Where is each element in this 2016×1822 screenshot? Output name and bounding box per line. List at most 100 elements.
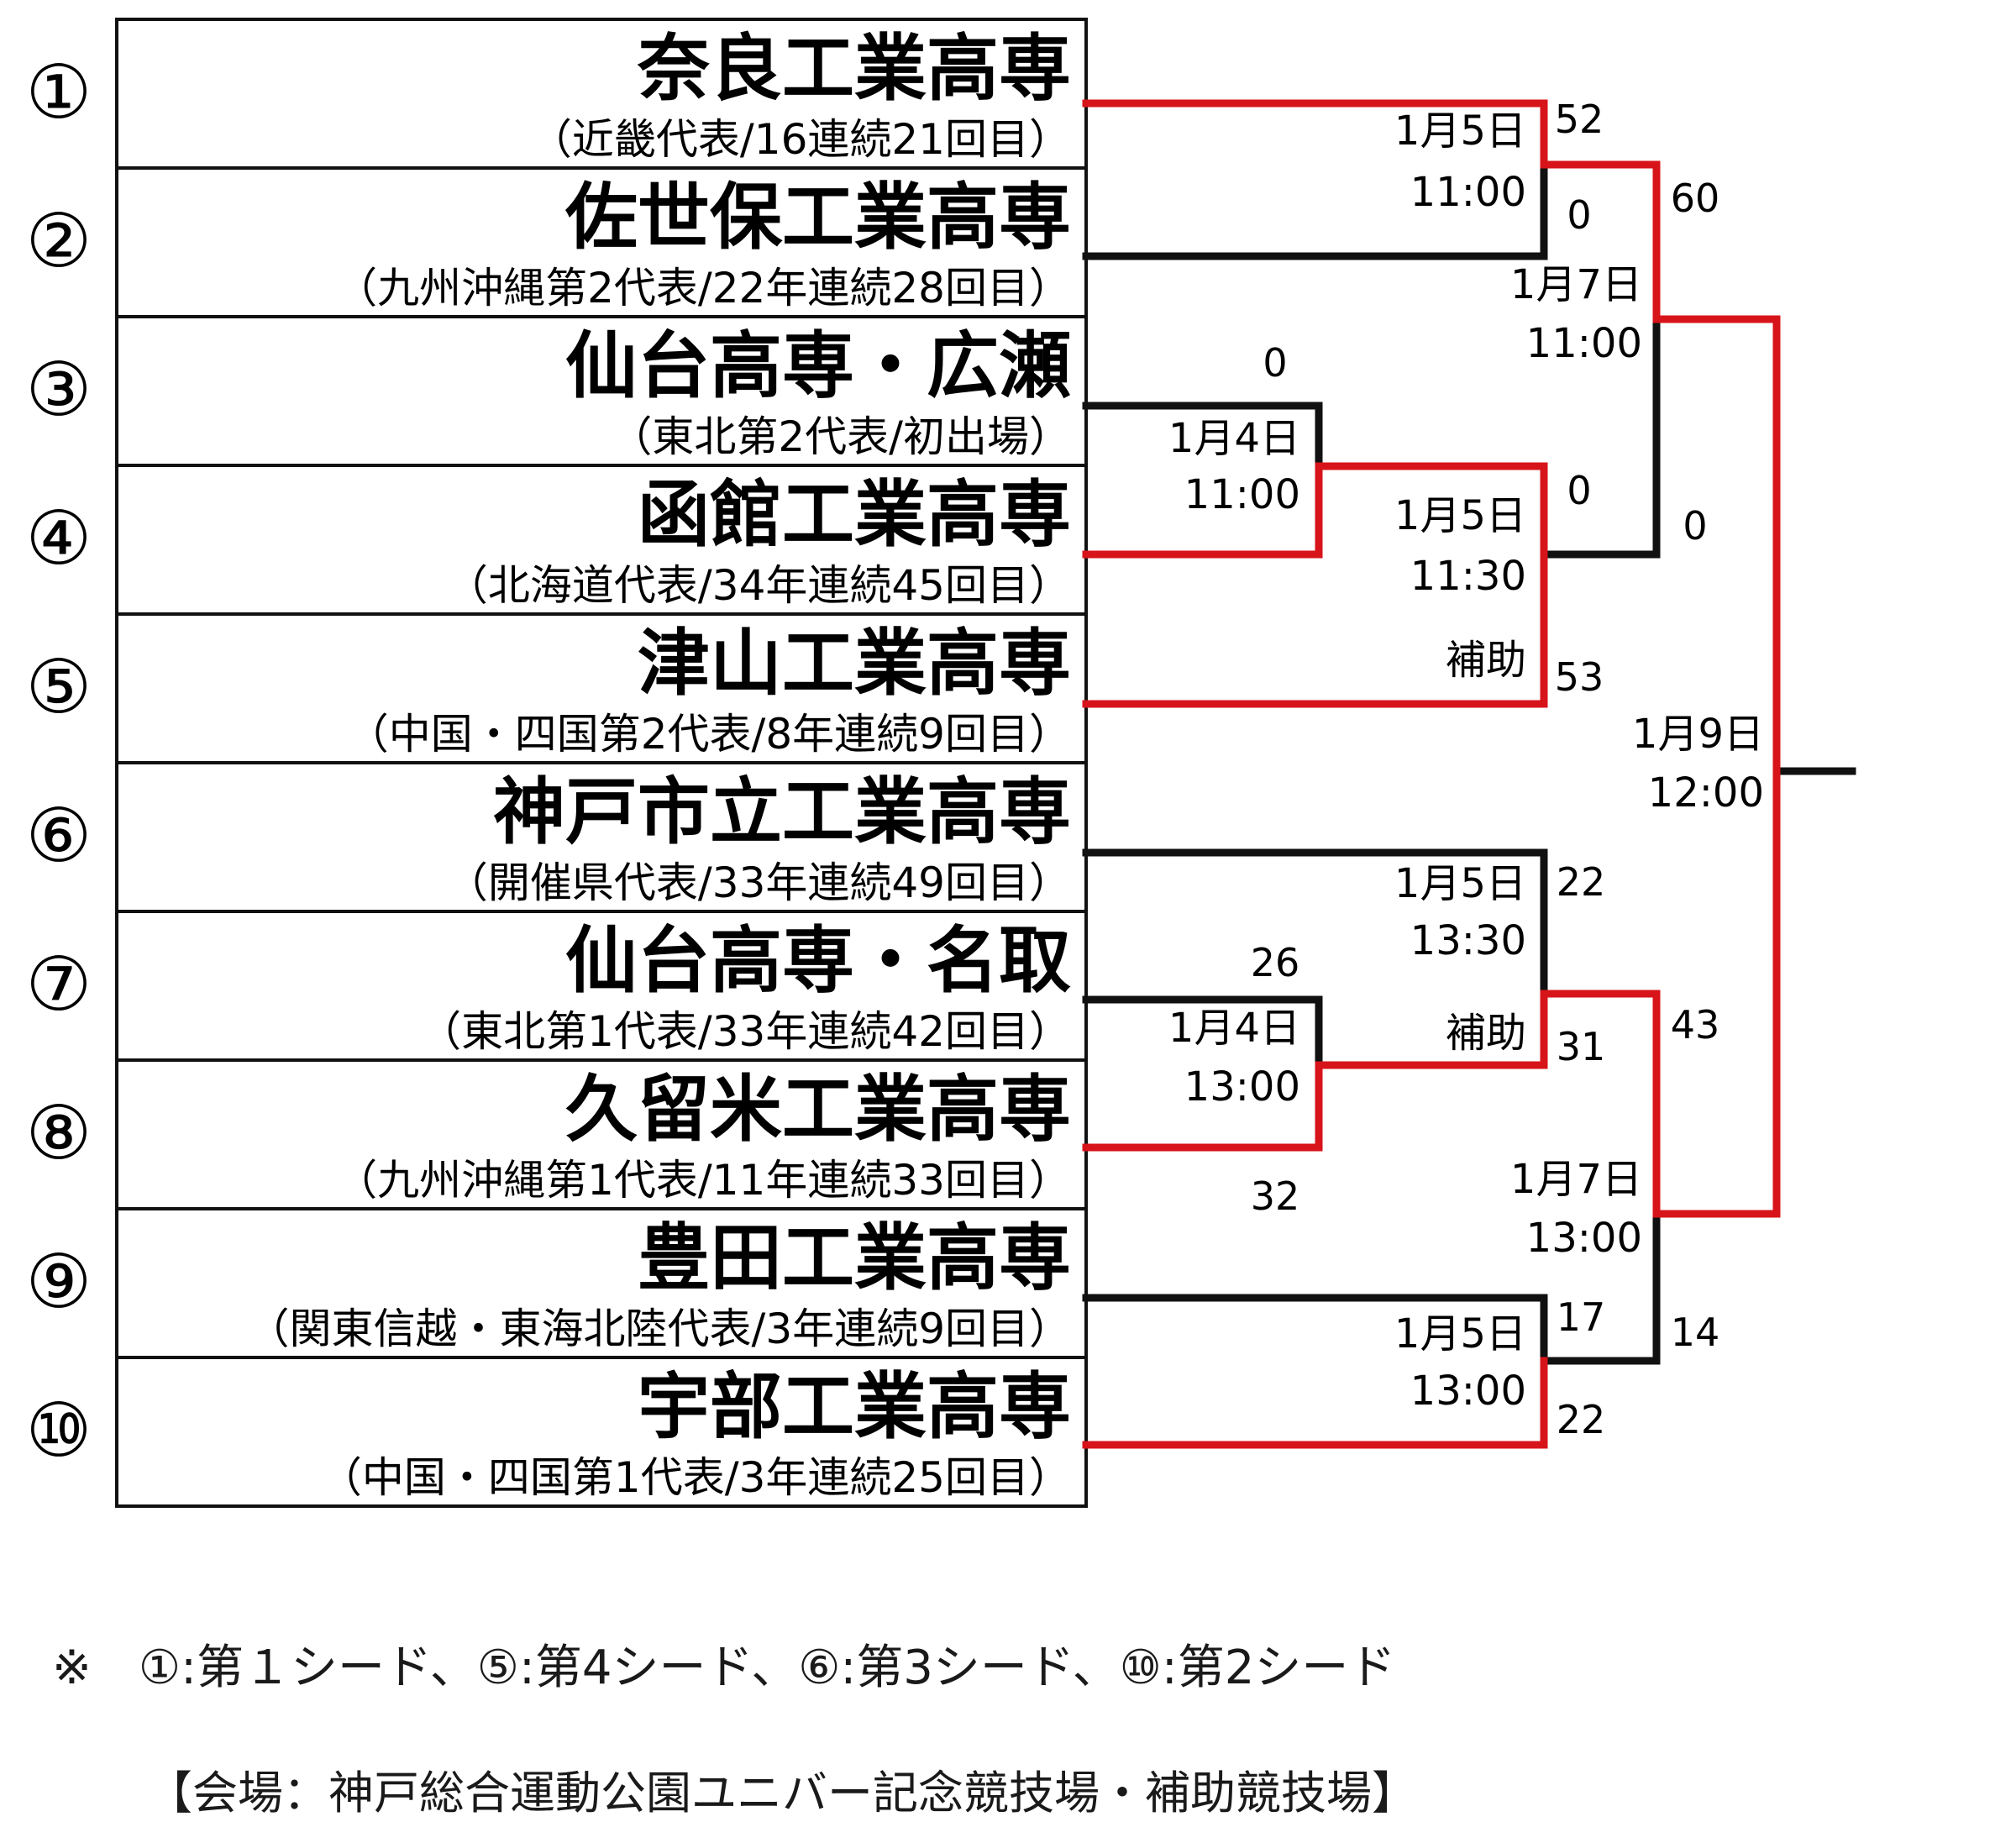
team-row: ⑤ 津山工業高専（中国・四国第2代表/8年連続9回目） [26, 612, 1088, 764]
seed-number: ① [26, 49, 92, 135]
team-qualification: （東北第2代表/初出場） [610, 412, 1071, 461]
team-name: 佐世保工業高専 [564, 176, 1071, 260]
team-qualification: （中国・四国第2代表/8年連続9回目） [347, 710, 1071, 759]
match-time: 11:00 [1184, 471, 1300, 518]
match-labels: 1月4日 11:00 0 1月4日 13:00 26 32 1月5日 11:00 52 0 1月5日 1… [1168, 97, 1764, 1442]
score-top: 60 [1671, 176, 1720, 221]
seed-number: ⑧ [26, 1090, 92, 1176]
match-time: 12:00 [1648, 769, 1764, 816]
match-time: 13:00 [1526, 1215, 1642, 1262]
match-time: 13:30 [1410, 917, 1526, 964]
seed-number: ④ [26, 495, 92, 581]
match-time: 13:00 [1184, 1063, 1300, 1111]
team-name: 仙台高専・広瀬 [565, 324, 1071, 408]
seed-footnote: ※ ①:第１シード、⑤:第4シード、⑥:第3シード、⑩:第2シード [52, 1641, 1396, 1695]
score-top: 43 [1671, 1002, 1720, 1048]
team-row: ③ 仙台高専・広瀬（東北第2代表/初出場） [26, 315, 1088, 467]
match-time: 11:00 [1410, 169, 1526, 216]
match-venue: 補助 [1446, 1010, 1526, 1057]
line-team1 [1082, 99, 1548, 169]
team-name: 宇部工業高専 [638, 1365, 1071, 1449]
match-date: 1月7日 [1510, 1156, 1642, 1203]
seed-number: ⑦ [26, 941, 92, 1027]
team-qualification: （近畿代表/16連続21回目） [530, 115, 1071, 164]
match-date: 1月7日 [1510, 261, 1642, 308]
seed-number: ② [26, 197, 92, 284]
line-team3 [1082, 402, 1323, 470]
team-qualification: （関東信越・東海北陸代表/3年連続9回目） [248, 1305, 1071, 1353]
match-time: 13:00 [1410, 1368, 1526, 1415]
team-qualification: （九州沖縄第2代表/22年連続28回目） [335, 264, 1071, 312]
match-venue: 補助 [1446, 637, 1526, 684]
team-name: 奈良工業高専 [637, 27, 1071, 111]
bracket-lines [1082, 160, 1856, 1365]
team-qualification: （開催県代表/33年連続49回目） [446, 858, 1071, 907]
venue-note: 【会場：神戸総合運動公園ユニバー記念競技場・補助競技場】 [147, 1767, 1417, 1819]
score-top: 0 [1567, 468, 1591, 513]
team-list: ① 奈良工業高専（近畿代表/16連続21回目） ② 佐世保工業高専（九州沖縄第2代表/… [26, 18, 1088, 1508]
match-date: 1月9日 [1632, 711, 1764, 758]
score-top: 52 [1555, 97, 1604, 142]
score-bottom: 0 [1567, 192, 1591, 238]
match-date: 1月4日 [1168, 1005, 1300, 1052]
winner-path-lines [1082, 99, 1781, 1449]
line-qf3-out [1540, 990, 1661, 1218]
line-r1b-out [1315, 990, 1548, 1069]
match-date: 1月5日 [1394, 1310, 1526, 1357]
line-team5 [1082, 550, 1548, 708]
score-top: 26 [1251, 940, 1300, 985]
line-qf4-out [1540, 1210, 1661, 1365]
line-team6 [1082, 848, 1548, 998]
score-bottom: 32 [1251, 1174, 1300, 1219]
team-qualification: （九州沖縄第1代表/11年連続33回目） [335, 1156, 1071, 1205]
team-name: 久留米工業高専 [565, 1068, 1071, 1152]
match-date: 1月5日 [1394, 492, 1526, 539]
line-sf2-out [1652, 767, 1781, 1218]
score-top: 22 [1557, 859, 1606, 905]
score-bottom: 31 [1557, 1024, 1606, 1069]
seed-number: ⑨ [26, 1238, 92, 1325]
team-name: 函館工業高専 [638, 473, 1071, 557]
team-row: ⑨ 豊田工業高専 （関東信越・東海北陸代表/3年連続9回目） [26, 1207, 1088, 1359]
tournament-bracket: ① 奈良工業高専（近畿代表/16連続21回目） ② 佐世保工業高専（九州沖縄第2代表/… [26, 18, 1856, 1508]
match-date: 1月4日 [1168, 415, 1300, 462]
team-row: ① 奈良工業高専（近畿代表/16連続21回目） [26, 18, 1088, 170]
team-box [115, 1356, 1088, 1508]
team-name: 仙台高専・名取 [565, 919, 1071, 1003]
line-qf1-out [1540, 160, 1661, 323]
team-row: ⑦ 仙台高専・名取（東北第1代表/33年連続42回目） [26, 910, 1088, 1062]
score-top: 0 [1263, 340, 1287, 386]
line-r1a-out [1315, 462, 1548, 559]
match-date: 1月5日 [1394, 108, 1526, 155]
match-time: 11:00 [1526, 320, 1642, 367]
line-qf2-out [1540, 315, 1661, 559]
line-team4 [1082, 462, 1323, 559]
score-bottom: 53 [1555, 654, 1604, 700]
score-bottom: 14 [1671, 1310, 1720, 1355]
team-qualification: （中国・四国第1代表/3年連続25回目） [320, 1453, 1071, 1502]
score-bottom: 22 [1557, 1397, 1606, 1442]
score-bottom: 0 [1683, 503, 1707, 549]
line-team10 [1082, 1357, 1548, 1449]
team-row: ② 佐世保工業高専（九州沖縄第2代表/22年連続28回目） [26, 166, 1088, 318]
score-top: 17 [1557, 1294, 1606, 1340]
match-time: 11:30 [1410, 553, 1526, 600]
team-qualification: （東北第1代表/33年連続42回目） [419, 1007, 1071, 1056]
team-row: ⑧ 久留米工業高専（九州沖縄第1代表/11年連続33回目） [26, 1058, 1088, 1210]
match-date: 1月5日 [1394, 860, 1526, 907]
seed-number: ③ [26, 346, 92, 433]
line-sf1-out [1652, 315, 1781, 775]
line-team9 [1082, 1294, 1548, 1365]
line-team8 [1082, 1061, 1323, 1152]
team-name: 豊田工業高専 [638, 1216, 1071, 1300]
seed-number: ⑩ [26, 1387, 92, 1473]
team-row: ④ 函館工業高専（北海道代表/34年連続45回目） [26, 464, 1088, 616]
team-row: ⑩ 宇部工業高専（中国・四国第1代表/3年連続25回目） [26, 1356, 1088, 1508]
team-qualification: （北海道代表/34年連続45回目） [446, 561, 1071, 610]
line-team7 [1082, 995, 1323, 1069]
team-name: 神戸市立工業高専 [493, 770, 1071, 854]
team-name: 津山工業高専 [638, 622, 1071, 706]
seed-number: ⑤ [26, 643, 92, 730]
line-team2 [1082, 160, 1548, 260]
